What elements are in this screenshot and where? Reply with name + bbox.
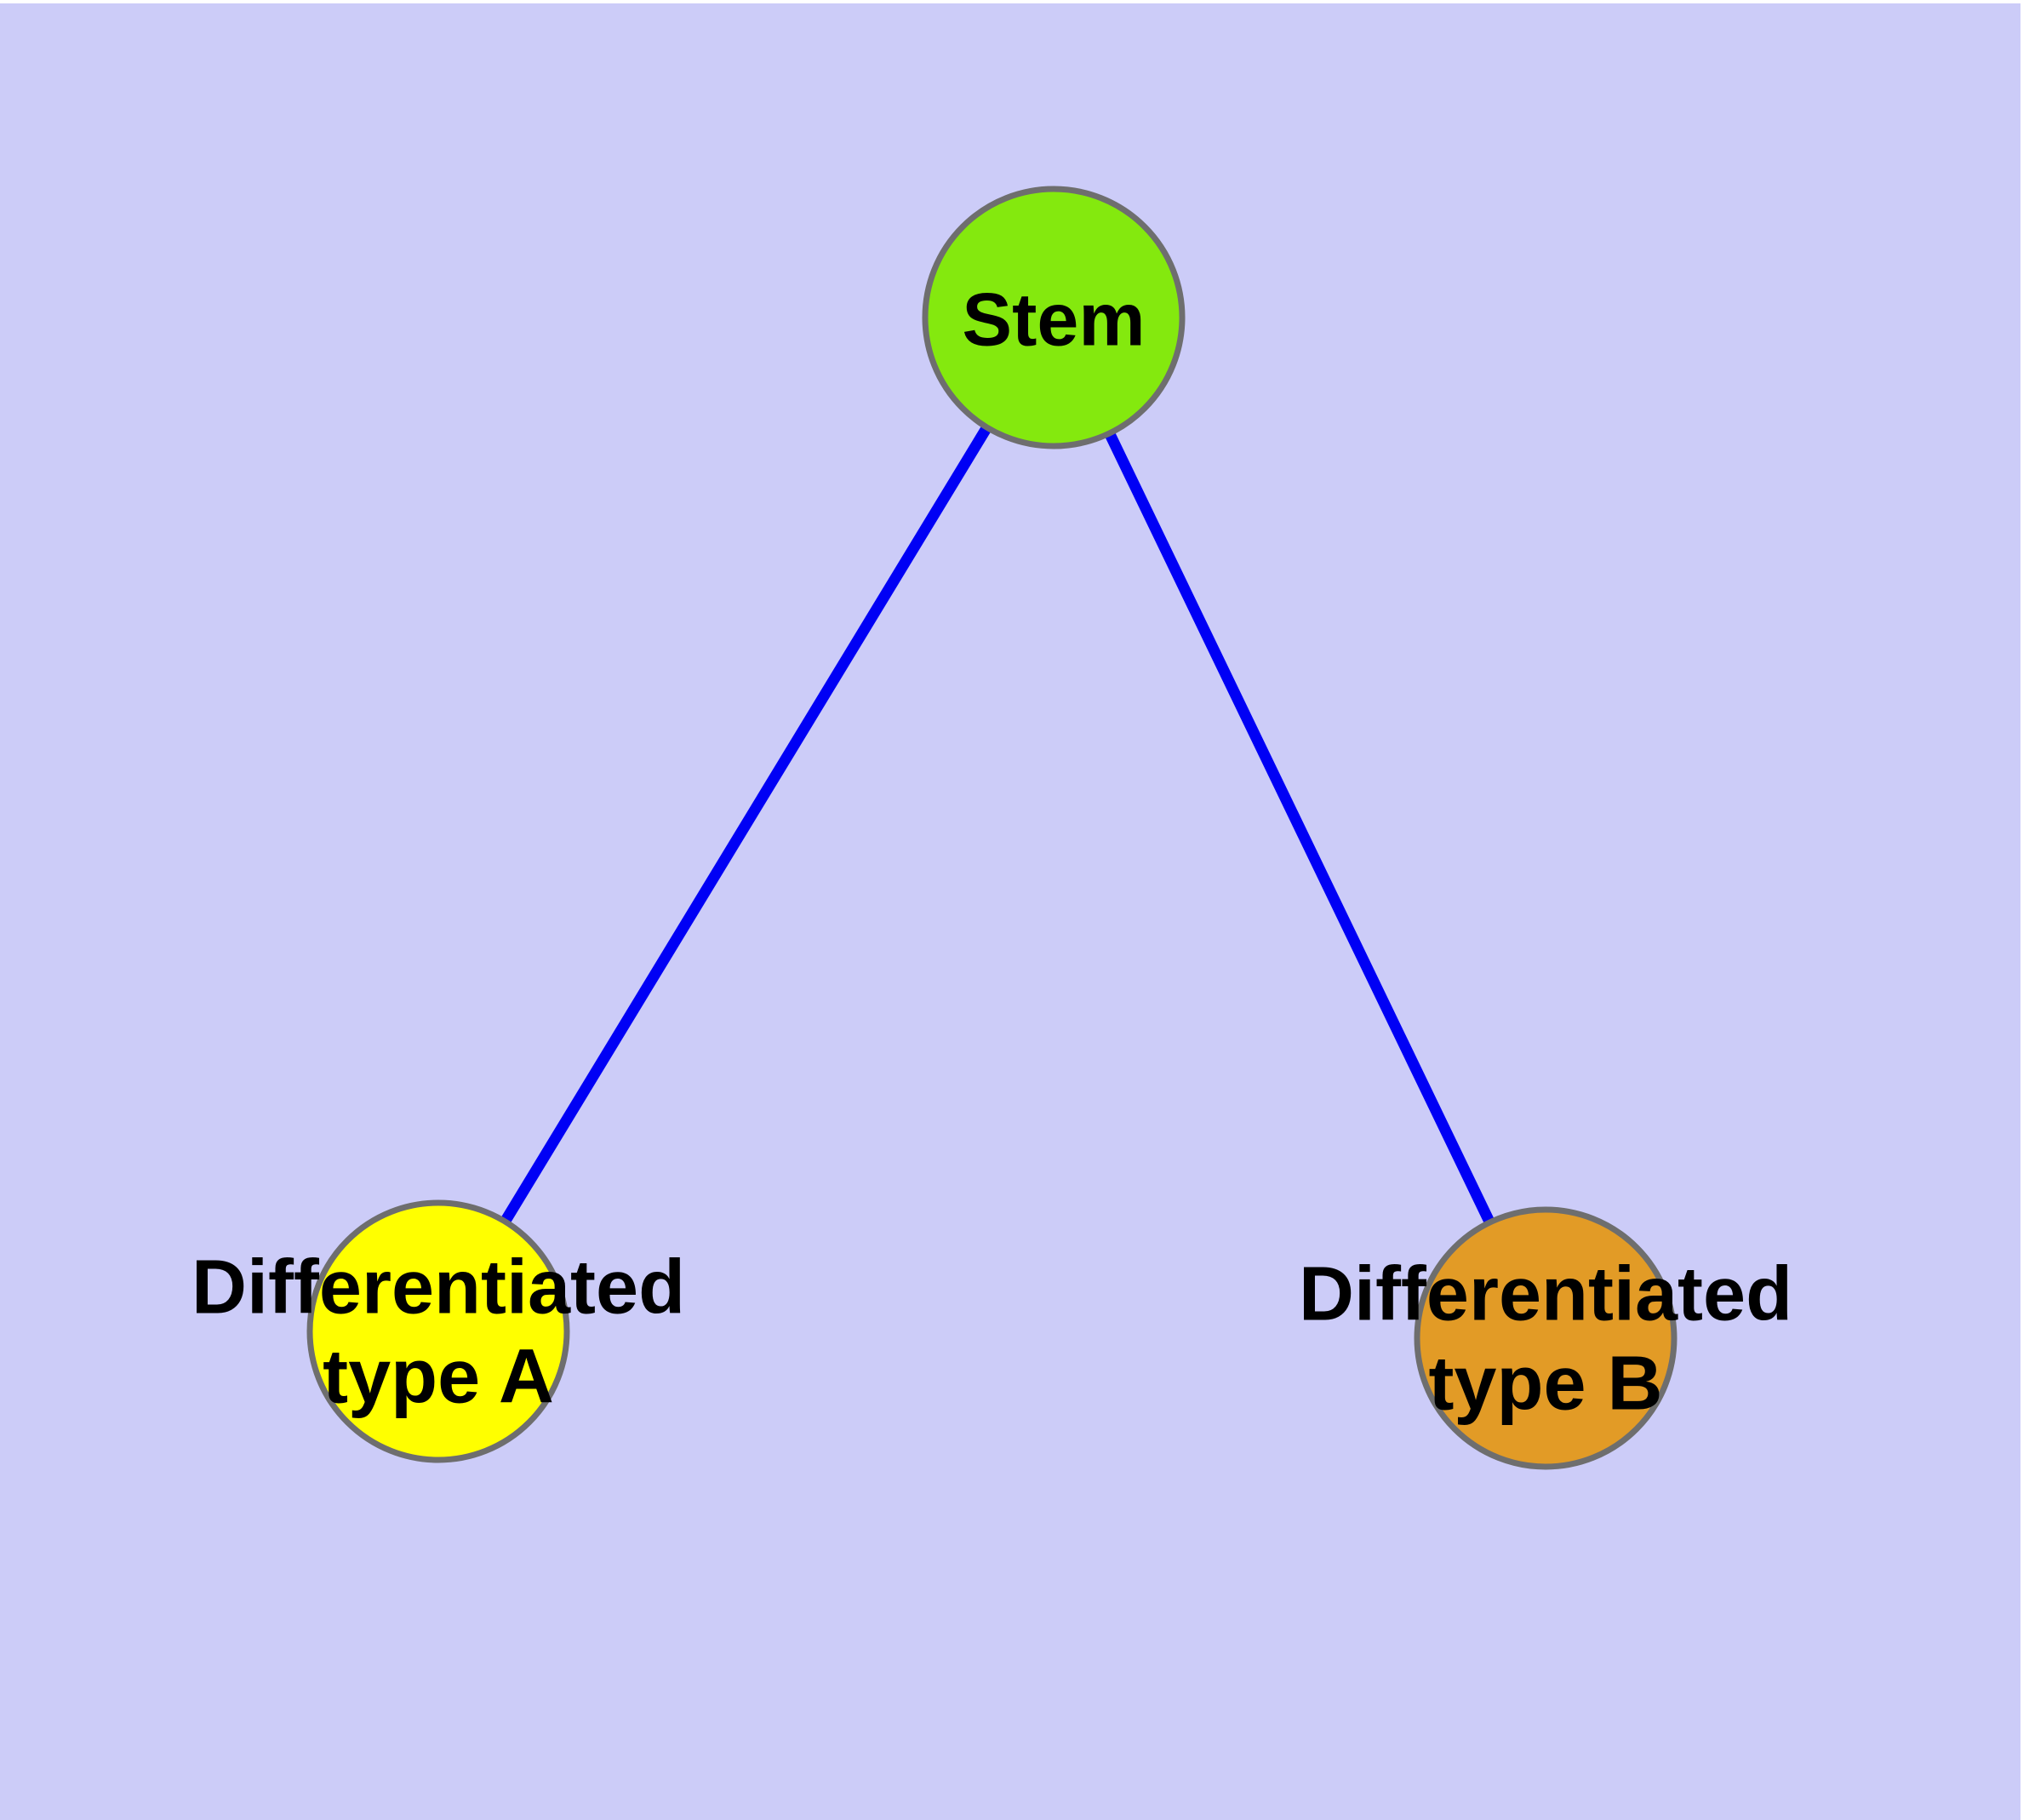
node-differentiated-type-b-label: Differentiated type B: [1299, 1251, 1792, 1430]
node-differentiated-type-b: [1414, 1206, 1677, 1470]
type-b-label-line-1: Differentiated: [1298, 1251, 1793, 1337]
edge-stem-to-type-a: [433, 314, 1059, 1335]
node-stem-label-line: Stem: [962, 277, 1146, 362]
node-stem-label: Stem: [962, 277, 1145, 364]
node-differentiated-type-a: [306, 1199, 570, 1463]
type-a-label-line-2: type A: [323, 1335, 554, 1420]
node-differentiated-type-a-label: Differentiated type A: [191, 1244, 685, 1423]
type-b-label-line-2: type B: [1428, 1342, 1663, 1427]
type-a-label-line-1: Differentiated: [191, 1245, 686, 1331]
node-stem: [922, 186, 1186, 449]
edge-stem-to-type-b: [1049, 315, 1551, 1341]
